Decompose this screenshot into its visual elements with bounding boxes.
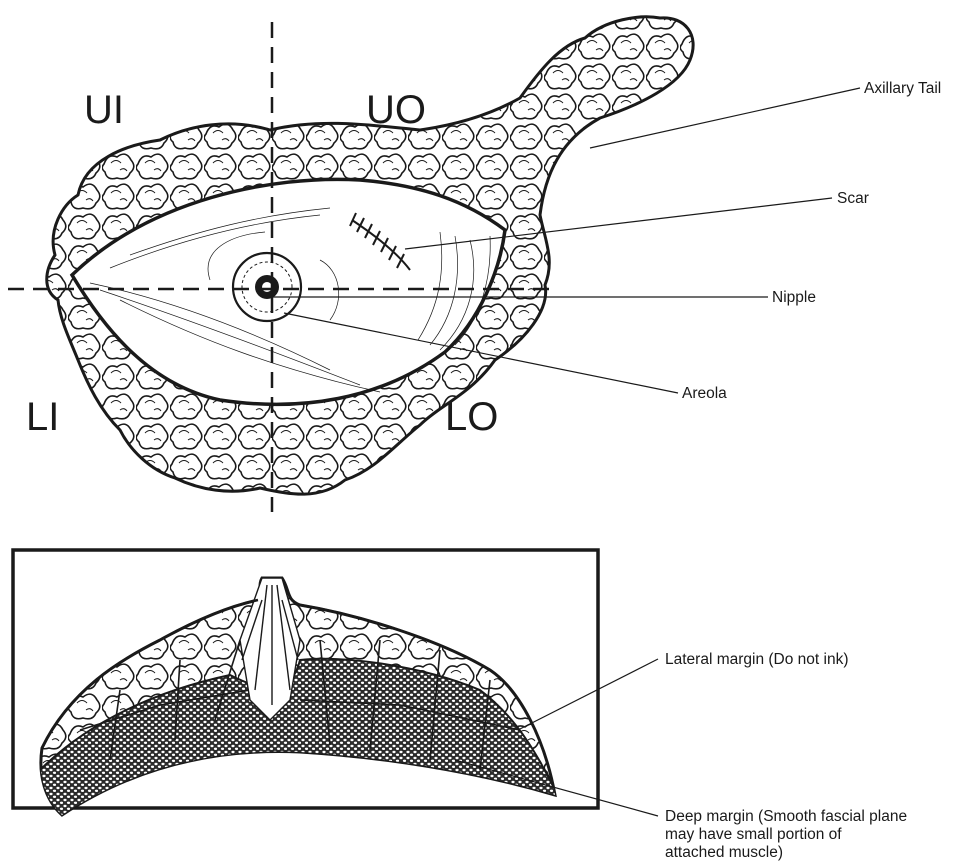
deep-margin-line-2: may have small portion of [665, 826, 842, 843]
quadrant-lo-label: LO [445, 395, 498, 439]
quadrant-li-label: LI [26, 395, 59, 439]
quadrant-ui-label: UI [84, 88, 124, 132]
deep-margin-line-3: attached muscle) [665, 844, 783, 861]
nipple-label: Nipple [772, 289, 816, 306]
scar-label: Scar [837, 190, 869, 207]
deep-margin-line-1: Deep margin (Smooth fascial plane [665, 808, 907, 825]
quadrant-uo-label: UO [366, 88, 426, 132]
areola-label: Areola [682, 385, 727, 402]
deep-margin-label: Deep margin (Smooth fascial plane may ha… [665, 808, 911, 861]
axillary-tail-label: Axillary Tail [864, 80, 941, 97]
lateral-margin-label: Lateral margin (Do not ink) [665, 651, 849, 668]
